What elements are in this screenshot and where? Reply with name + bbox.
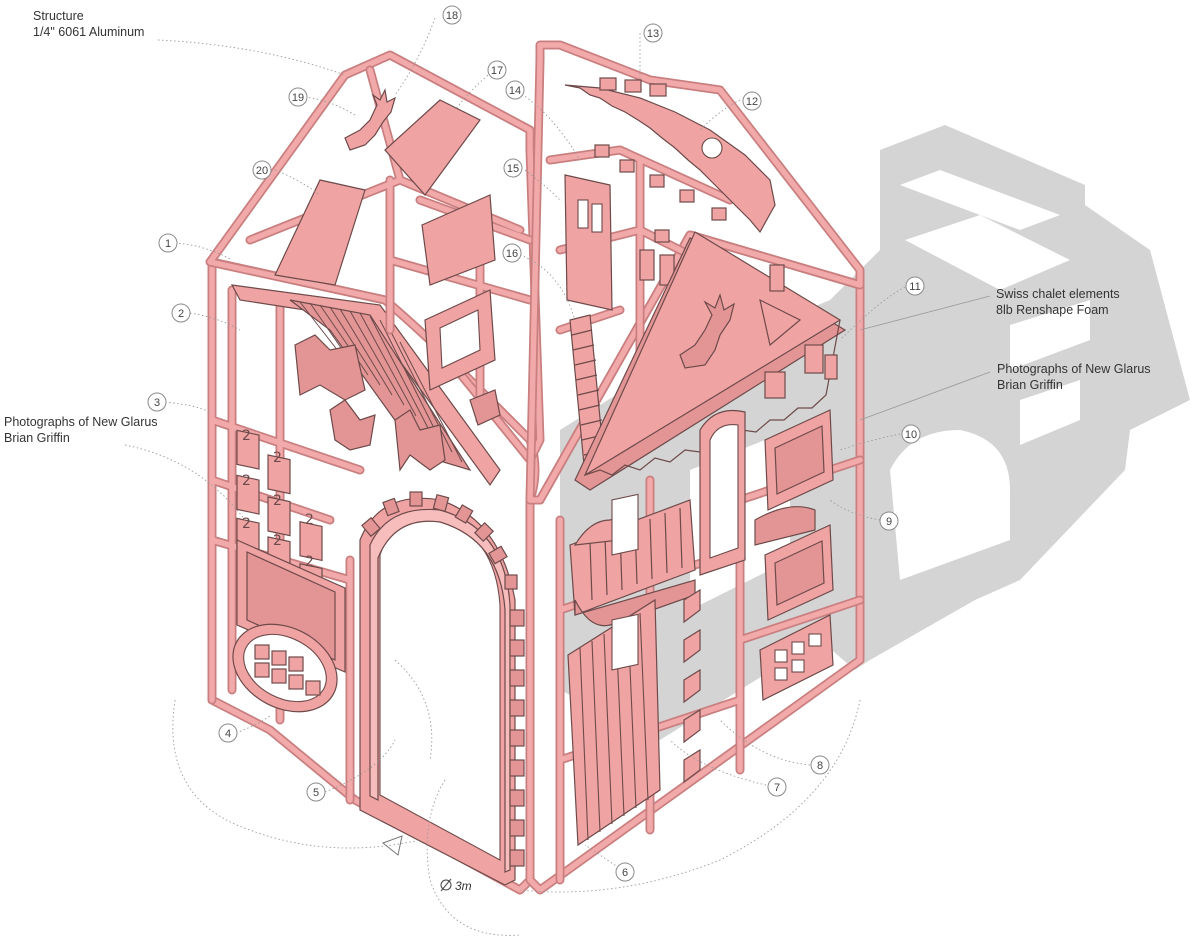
svg-text:2: 2 (242, 473, 251, 489)
left-roof-panel (205, 50, 545, 465)
photos-right-title: Photographs of New Glarus (997, 362, 1151, 376)
callout-1: 1 (158, 233, 178, 253)
svg-text:6: 6 (622, 867, 628, 879)
photos-right-author: Brian Griffin (997, 378, 1063, 392)
callout-17: 17 (487, 60, 507, 80)
callout-10: 10 (901, 424, 921, 444)
direction-arrow-icon (381, 835, 403, 856)
plank-door (567, 493, 661, 847)
tall-window-14 (564, 174, 613, 311)
roof-part-20 (274, 179, 366, 286)
callout-20: 20 (252, 160, 272, 180)
callout-16: 16 (502, 243, 522, 263)
left-wall-panels: 2 2 2 2 2 2 2 2 (232, 334, 446, 713)
callout-3: 3 (147, 392, 167, 412)
photos-left-label: Photographs of New Glarus Brian Griffin (4, 414, 158, 446)
structure-label: Structure 1/4" 6061 Aluminum (33, 8, 144, 40)
oval-window (232, 623, 338, 713)
callout-19: 19 (288, 87, 308, 107)
callout-9: 9 (879, 511, 899, 531)
svg-text:2: 2 (305, 554, 314, 570)
roof-part-17 (384, 99, 481, 196)
svg-text:10: 10 (905, 429, 917, 441)
svg-text:8: 8 (817, 760, 823, 772)
barge-board (564, 84, 776, 234)
photos-left-author: Brian Griffin (4, 431, 70, 445)
callout-14: 14 (505, 80, 525, 100)
chalet-elements-label: Swiss chalet elements 8lb Renshape Foam (996, 286, 1120, 318)
svg-text:1: 1 (165, 238, 171, 250)
svg-text:15: 15 (507, 163, 519, 175)
structure-material: 1/4" 6061 Aluminum (33, 25, 145, 39)
svg-text:4: 4 (225, 728, 231, 740)
svg-text:2: 2 (273, 493, 282, 509)
leader-lines (124, 17, 991, 936)
svg-text:5: 5 (313, 787, 319, 799)
roof-part-15 (421, 194, 496, 286)
svg-text:2: 2 (242, 516, 251, 532)
callout-7: 7 (767, 777, 787, 797)
svg-text:2: 2 (273, 533, 282, 549)
photos-right-label: Photographs of New Glarus Brian Griffin (997, 361, 1151, 393)
callout-2: 2 (171, 303, 191, 323)
arched-door (359, 491, 525, 886)
diameter-value: 3m (455, 879, 472, 893)
left-roof-eave (230, 284, 501, 487)
small-window-8 (759, 614, 834, 701)
svg-text:14: 14 (509, 85, 521, 97)
svg-text:19: 19 (292, 92, 304, 104)
photos-left-title: Photographs of New Glarus (4, 415, 158, 429)
chalet-title: Swiss chalet elements (996, 287, 1120, 301)
svg-text:11: 11 (909, 281, 920, 293)
svg-text:18: 18 (446, 10, 458, 22)
callout-4: 4 (218, 723, 238, 743)
svg-text:3: 3 (154, 397, 160, 409)
svg-text:2: 2 (273, 450, 282, 466)
callout-8: 8 (810, 755, 830, 775)
callout-markers: 1 2 3 4 5 6 7 8 9 10 11 12 13 14 15 16 1… (147, 5, 925, 882)
diameter-annotation: 3m (440, 878, 472, 893)
cast-shadow (560, 0, 1190, 740)
svg-text:17: 17 (491, 65, 503, 77)
svg-text:2: 2 (305, 512, 314, 528)
callout-5: 5 (306, 782, 326, 802)
svg-text:12: 12 (746, 96, 758, 108)
right-roof-panel (525, 40, 865, 505)
callout-15: 15 (503, 158, 523, 178)
svg-text:20: 20 (256, 165, 268, 177)
svg-text:2: 2 (178, 308, 184, 320)
svg-text:9: 9 (886, 516, 892, 528)
callout-12: 12 (742, 91, 762, 111)
svg-text:13: 13 (647, 28, 659, 40)
chalet-material: 8lb Renshape Foam (996, 303, 1109, 317)
svg-text:2: 2 (242, 428, 251, 444)
gable-triangle (574, 231, 847, 491)
svg-text:16: 16 (506, 248, 518, 260)
callout-6: 6 (615, 862, 635, 882)
structure-title: Structure (33, 9, 84, 23)
callout-18: 18 (442, 5, 462, 25)
deer-ornament (344, 88, 396, 151)
svg-text:7: 7 (774, 782, 780, 794)
right-wall-parts (567, 264, 838, 847)
callout-13: 13 (643, 23, 663, 43)
callout-11: 11 (905, 276, 925, 296)
